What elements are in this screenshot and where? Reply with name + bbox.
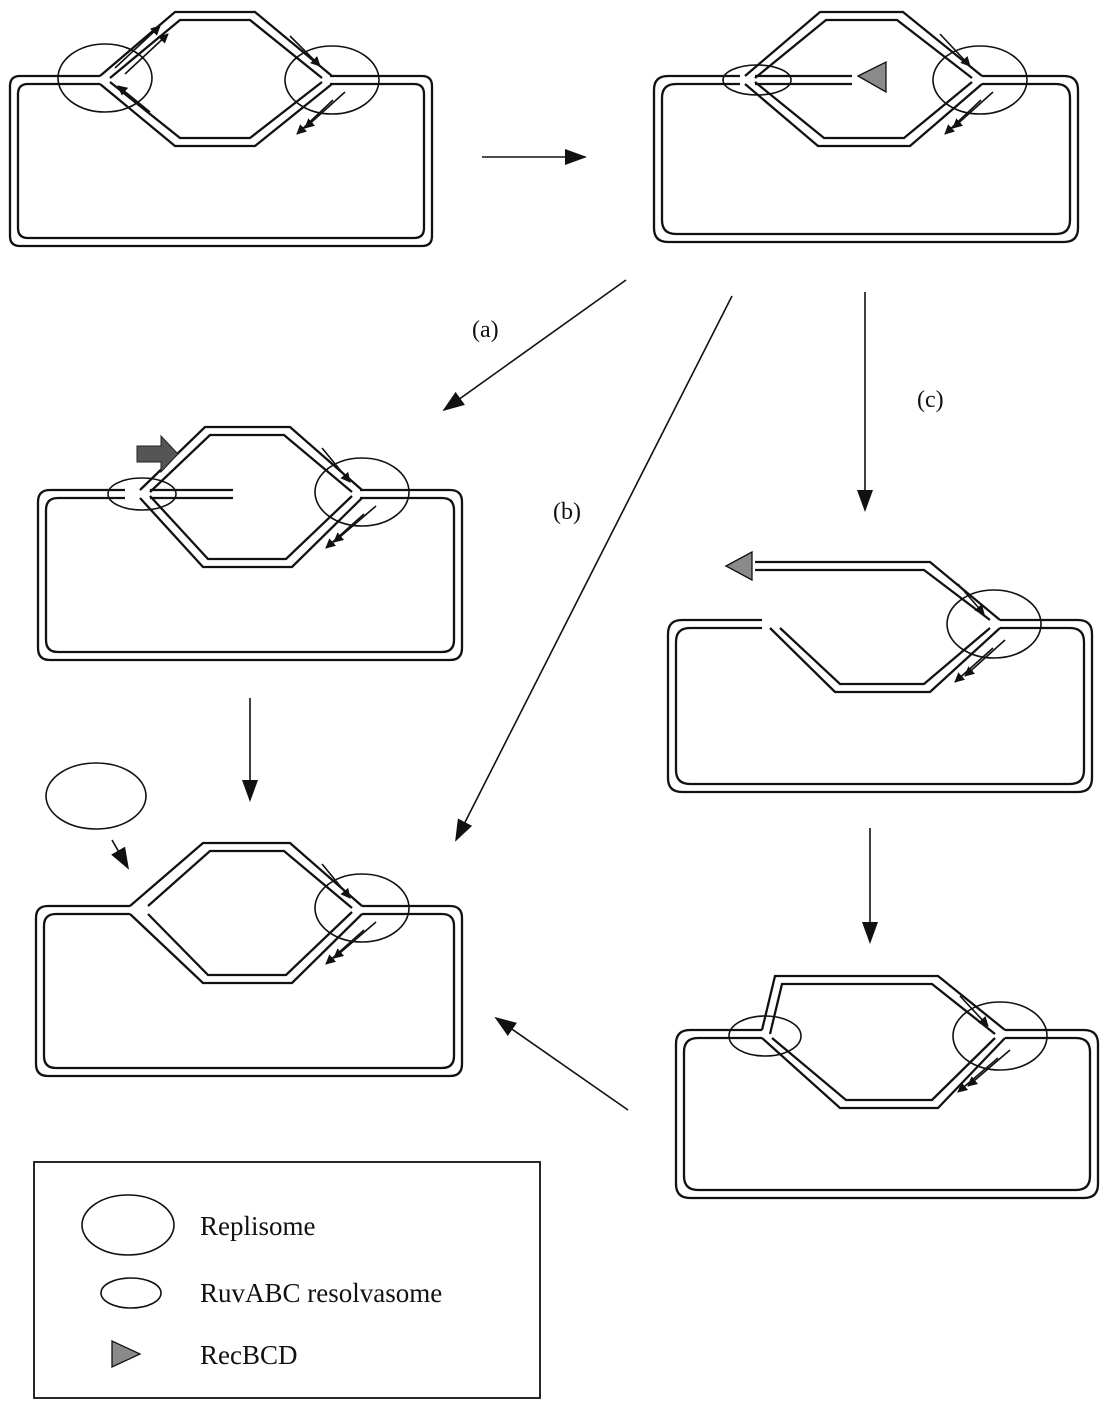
loading-arrow bbox=[112, 840, 128, 868]
legend-label-replisome: Replisome bbox=[200, 1211, 316, 1241]
legend-label-recbcd: RecBCD bbox=[200, 1340, 298, 1370]
panel-path-a-ruvabc bbox=[38, 427, 462, 660]
recbcd-triangle bbox=[726, 552, 752, 580]
pathway-arrow-b bbox=[456, 296, 732, 840]
legend-recbcd-icon bbox=[112, 1341, 140, 1367]
path-c-label: (c) bbox=[917, 387, 944, 413]
new-replisome-ellipse bbox=[46, 763, 146, 829]
panel-path-c-recbcd bbox=[668, 552, 1092, 792]
path-a-label: (a) bbox=[472, 317, 499, 343]
panel-restored-fork bbox=[36, 843, 462, 1076]
branch-migration-pointer bbox=[137, 436, 178, 472]
panel-fork-collapse bbox=[654, 12, 1078, 242]
ruvabc-ellipse bbox=[723, 65, 791, 95]
legend-ruvabc-icon bbox=[101, 1278, 161, 1308]
panel-initial-replication-bubble bbox=[10, 12, 432, 246]
replisome-ellipse bbox=[947, 590, 1041, 658]
ruvabc-ellipse bbox=[108, 478, 176, 510]
recbcd-triangle bbox=[858, 62, 886, 92]
legend-replisome-icon bbox=[82, 1195, 174, 1255]
legend: Replisome RuvABC resolvasome RecBCD bbox=[34, 1162, 540, 1398]
panel-strand-invasion bbox=[676, 976, 1098, 1198]
replisome-ellipse bbox=[953, 1002, 1047, 1070]
pathway-arrow-a bbox=[444, 280, 626, 410]
path-b-label: (b) bbox=[553, 499, 581, 525]
legend-label-ruvabc: RuvABC resolvasome bbox=[200, 1278, 442, 1308]
transition-arrow bbox=[496, 1018, 628, 1110]
